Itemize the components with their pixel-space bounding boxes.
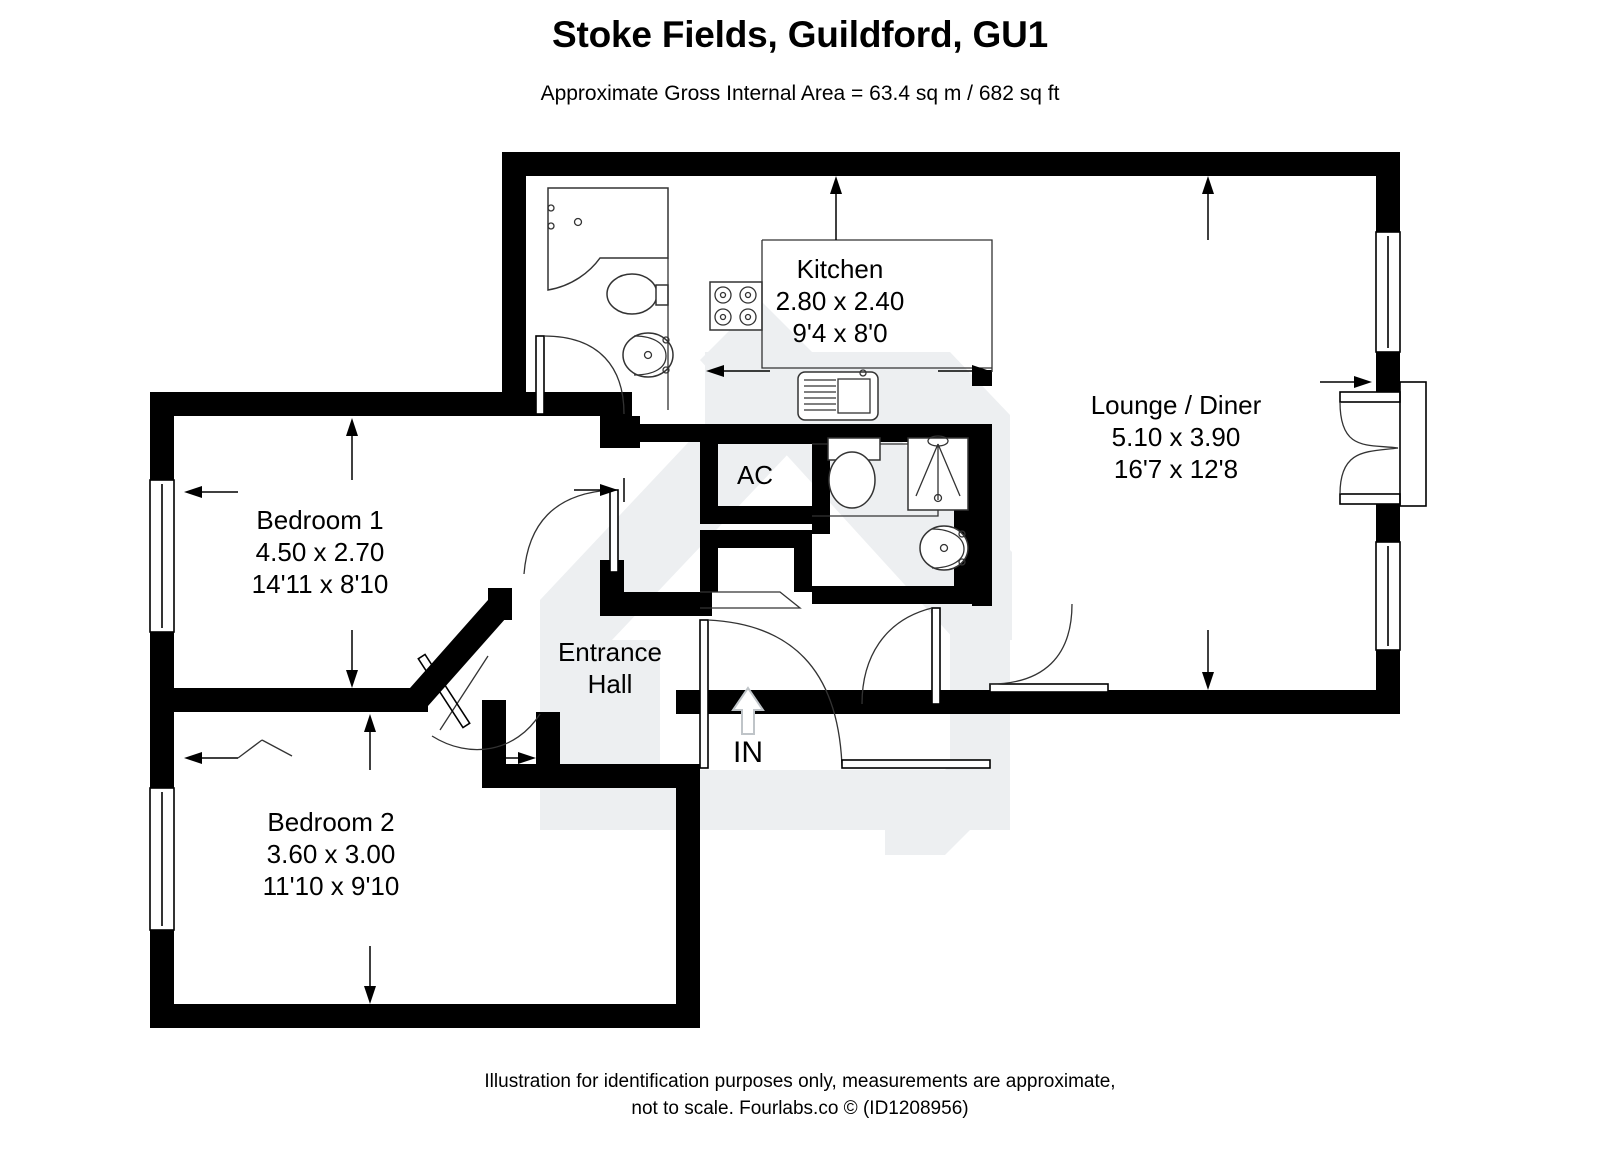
room-label-bedroom2-name: Bedroom 2 — [267, 807, 394, 837]
room-label-entrance-hall-line2: Hall — [588, 669, 633, 699]
walls — [150, 152, 1400, 1028]
room-label-entrance-hall-line1: Entrance — [558, 637, 662, 667]
page-title: Stoke Fields, Guildford, GU1 — [551, 14, 1048, 55]
room-label-bedroom2-imperial: 11'10 x 9'10 — [263, 871, 400, 901]
room-label-bedroom2-metric: 3.60 x 3.00 — [267, 839, 396, 869]
door-swings[interactable] — [417, 335, 1109, 769]
room-label-lounge-imperial: 16'7 x 12'8 — [1114, 454, 1238, 484]
ensuite-fixtures — [827, 435, 969, 571]
windows — [149, 231, 1401, 931]
footer-line-1: Illustration for identification purposes… — [484, 1071, 1116, 1092]
room-label-kitchen-imperial: 9'4 x 8'0 — [792, 318, 887, 348]
room-label-ac-cupboard: AC — [737, 460, 773, 490]
room-label-lounge-metric: 5.10 x 3.90 — [1112, 422, 1241, 452]
page-footer: Illustration for identification purposes… — [0, 1068, 1600, 1122]
room-labels: Kitchen 2.80 x 2.40 9'4 x 8'0 Lounge / D… — [252, 254, 1262, 901]
footer-line-2: not to scale. Fourlabs.co © (ID1208956) — [631, 1098, 969, 1119]
room-label-bedroom1-imperial: 14'11 x 8'10 — [252, 569, 389, 599]
dimension-arrows — [184, 176, 1372, 1004]
room-label-bedroom1-name: Bedroom 1 — [256, 505, 383, 535]
room-label-bedroom1-metric: 4.50 x 2.70 — [256, 537, 385, 567]
french-doors[interactable] — [1339, 381, 1427, 507]
entrance-in-marker: IN — [731, 686, 765, 769]
room-label-kitchen-metric: 2.80 x 2.40 — [776, 286, 905, 316]
room-label-kitchen-name: Kitchen — [797, 254, 884, 284]
entrance-in-label: IN — [733, 736, 763, 769]
room-label-lounge-name: Lounge / Diner — [1091, 390, 1262, 420]
page-subtitle: Approximate Gross Internal Area = 63.4 s… — [540, 82, 1060, 105]
kitchen-fixtures — [709, 239, 993, 421]
bathroom-fixtures — [547, 187, 674, 410]
